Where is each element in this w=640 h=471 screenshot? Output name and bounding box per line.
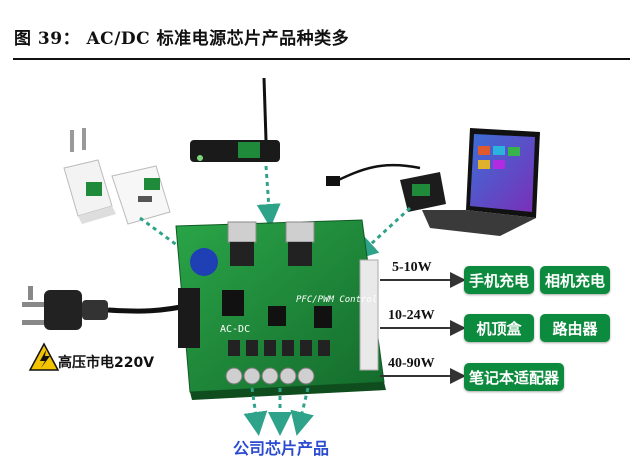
product-router: 路由器 bbox=[540, 314, 610, 342]
product-set-top-box: 机顶盒 bbox=[464, 314, 534, 342]
pcb-board bbox=[175, 219, 386, 400]
power-label: 高压市电220V bbox=[58, 355, 155, 371]
product-laptop-adapter: 笔记本适配器 bbox=[464, 363, 564, 391]
figure-title: 图 39： AC/DC 标准电源芯片产品种类多 bbox=[14, 29, 350, 49]
acdc-label: AC-DC bbox=[220, 324, 250, 335]
output-watts-2: 10-24W bbox=[388, 308, 435, 323]
laptop-adapter-icon bbox=[326, 163, 446, 212]
power-plug-icon bbox=[22, 286, 197, 330]
laptop-icon bbox=[422, 128, 540, 236]
product-phone-charging: 手机充电 bbox=[464, 266, 534, 294]
product-camera-charging: 相机充电 bbox=[540, 266, 610, 294]
output-watts-3: 40-90W bbox=[388, 356, 435, 371]
title-rule bbox=[13, 58, 630, 60]
pfc-pwm-label: PFC/PWM Control bbox=[296, 295, 377, 305]
router-icon bbox=[190, 77, 280, 162]
output-watts-1: 5-10W bbox=[392, 260, 432, 275]
high-voltage-warning-icon bbox=[28, 342, 60, 371]
phone-charger-icon bbox=[63, 128, 171, 225]
figure-caption: 公司芯片产品 bbox=[233, 439, 330, 458]
